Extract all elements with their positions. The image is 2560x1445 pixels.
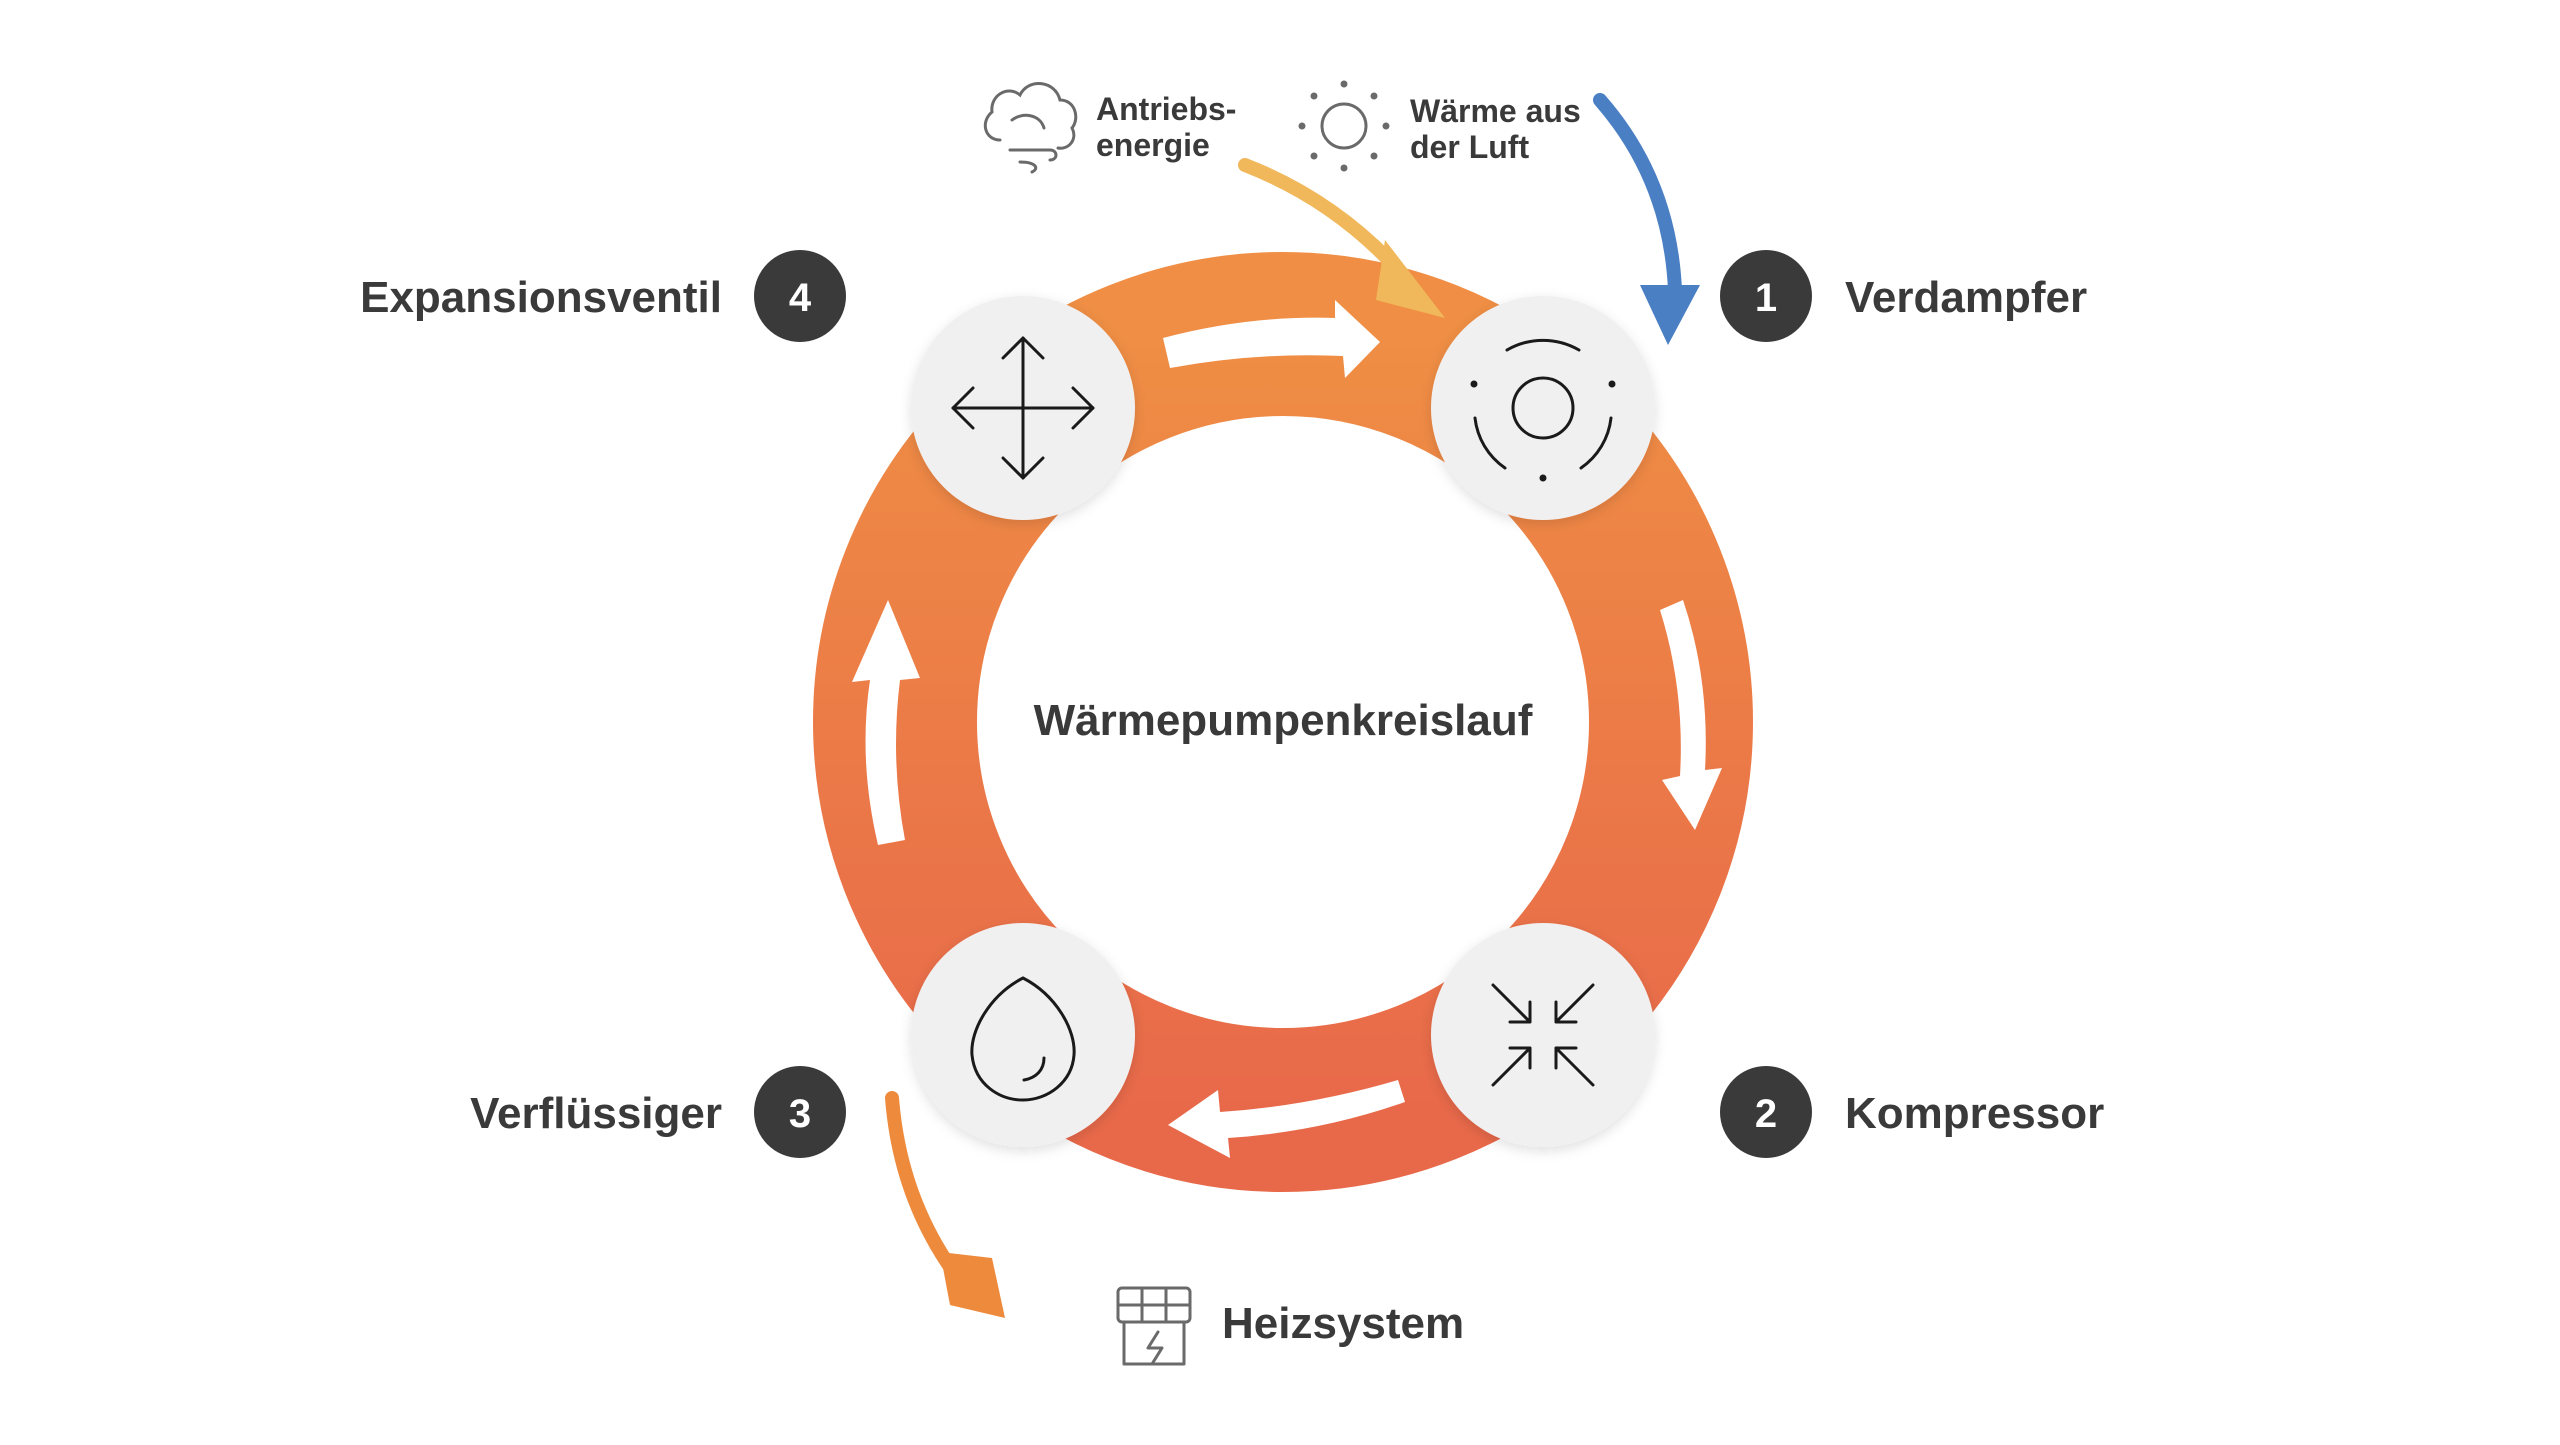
node-compressor xyxy=(1431,923,1655,1147)
flow-arrow-bottom xyxy=(1168,1080,1405,1158)
energy-label-line1: Antriebs- xyxy=(1096,91,1236,127)
badge-3-number: 3 xyxy=(789,1092,811,1136)
air-input-arrow xyxy=(1593,93,1682,297)
cloud-wind-icon xyxy=(983,82,1078,174)
badge-4: 4 xyxy=(754,250,846,342)
energy-label-line2: energie xyxy=(1096,127,1210,163)
badge-1: 1 xyxy=(1720,250,1812,342)
badge-2-number: 2 xyxy=(1755,1092,1777,1136)
center-title: Wärmepumpenkreislauf xyxy=(1034,696,1533,745)
expand-arrows-icon xyxy=(951,336,1095,480)
air-label-line2: der Luft xyxy=(1410,129,1529,165)
air-label-line1: Wärme aus xyxy=(1410,93,1581,129)
node-expansion-valve xyxy=(911,296,1135,520)
drop-icon xyxy=(970,976,1076,1102)
flow-arrow-left xyxy=(852,600,920,845)
heating-system-icon xyxy=(1116,1286,1192,1366)
energy-input-arrowhead xyxy=(1376,240,1445,318)
stage-4-label: Expansionsventil xyxy=(360,273,722,322)
stage-2-label: Kompressor xyxy=(1845,1089,2104,1138)
heat-output-arrow xyxy=(885,1091,965,1285)
flow-arrow-right xyxy=(1660,600,1722,830)
badge-3: 3 xyxy=(754,1066,846,1158)
badge-2: 2 xyxy=(1720,1066,1812,1158)
node-evaporator xyxy=(1431,296,1655,520)
node-condenser xyxy=(911,923,1135,1147)
output-label: Heizsystem xyxy=(1222,1299,1464,1348)
stage-1-label: Verdampfer xyxy=(1845,273,2087,322)
flow-arrow-top xyxy=(1163,300,1380,378)
stage-3-label: Verflüssiger xyxy=(470,1089,722,1138)
badge-4-number: 4 xyxy=(789,276,812,320)
air-input-arrowhead xyxy=(1640,285,1700,345)
sun-icon xyxy=(1298,80,1390,172)
compress-arrows-icon xyxy=(1491,983,1595,1087)
badge-1-number: 1 xyxy=(1755,276,1777,320)
evaporator-rings-icon xyxy=(1470,338,1616,482)
heat-output-arrowhead xyxy=(940,1252,1005,1318)
